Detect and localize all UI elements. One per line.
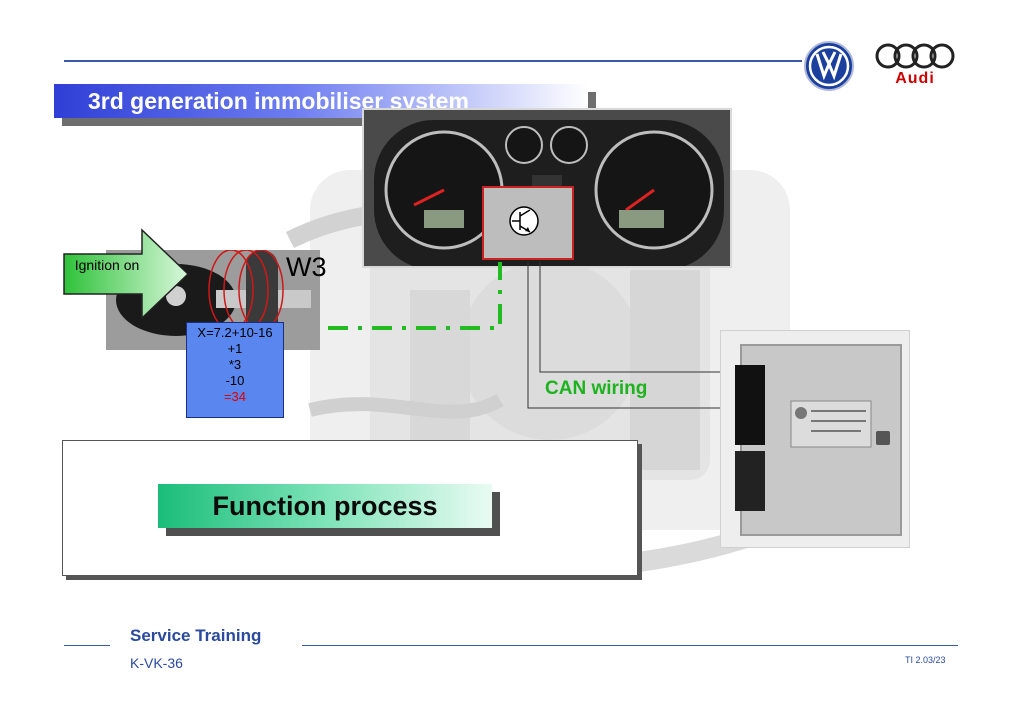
can-wire-low: [527, 262, 760, 409]
footer-divider-left: [64, 645, 110, 646]
calc-result: =34: [223, 389, 247, 404]
vw-logo-icon: [804, 41, 854, 91]
footer-code: K-VK-36: [130, 655, 183, 671]
w3-label: W3: [286, 252, 327, 282]
calc-line: X=7.2+10-16: [197, 325, 273, 340]
calc-line: +1: [227, 341, 243, 356]
calc-line: *3: [228, 357, 242, 372]
footer-divider-right: [302, 645, 958, 646]
audi-rings-icon: [875, 43, 955, 69]
engine-control-unit-image: [720, 330, 910, 548]
calculation-box: X=7.2+10-16 +1 *3 -10 =34: [186, 322, 284, 418]
footer-page-number: TI 2.03/23: [905, 655, 946, 665]
header-divider: [64, 60, 802, 62]
ignition-on-label: Ignition on: [74, 257, 140, 273]
can-wiring-label: CAN wiring: [545, 378, 648, 399]
transistor-icon: [509, 206, 539, 236]
ignition-arrow-icon: [63, 228, 190, 320]
function-process-button[interactable]: Function process: [158, 484, 492, 528]
instrument-cluster-image: [362, 108, 732, 268]
footer-title: Service Training: [130, 626, 262, 645]
audi-logo-text: Audi: [895, 70, 935, 87]
calc-line: -10: [225, 373, 245, 388]
transistor-highlight-box: [482, 186, 574, 260]
can-wire-high: [539, 262, 760, 373]
